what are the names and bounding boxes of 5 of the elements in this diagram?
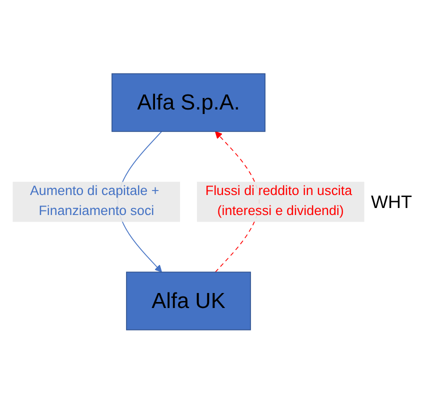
node-box: Alfa UK bbox=[126, 272, 251, 330]
node-box: Alfa S.p.A. bbox=[112, 74, 266, 132]
note-text: WHT bbox=[371, 192, 412, 212]
edge-label: Aumento di capitale + Finanziamento soci bbox=[30, 184, 160, 219]
edge-label: Flussi di reddito in uscita (interessi e dividendi) bbox=[205, 184, 352, 219]
